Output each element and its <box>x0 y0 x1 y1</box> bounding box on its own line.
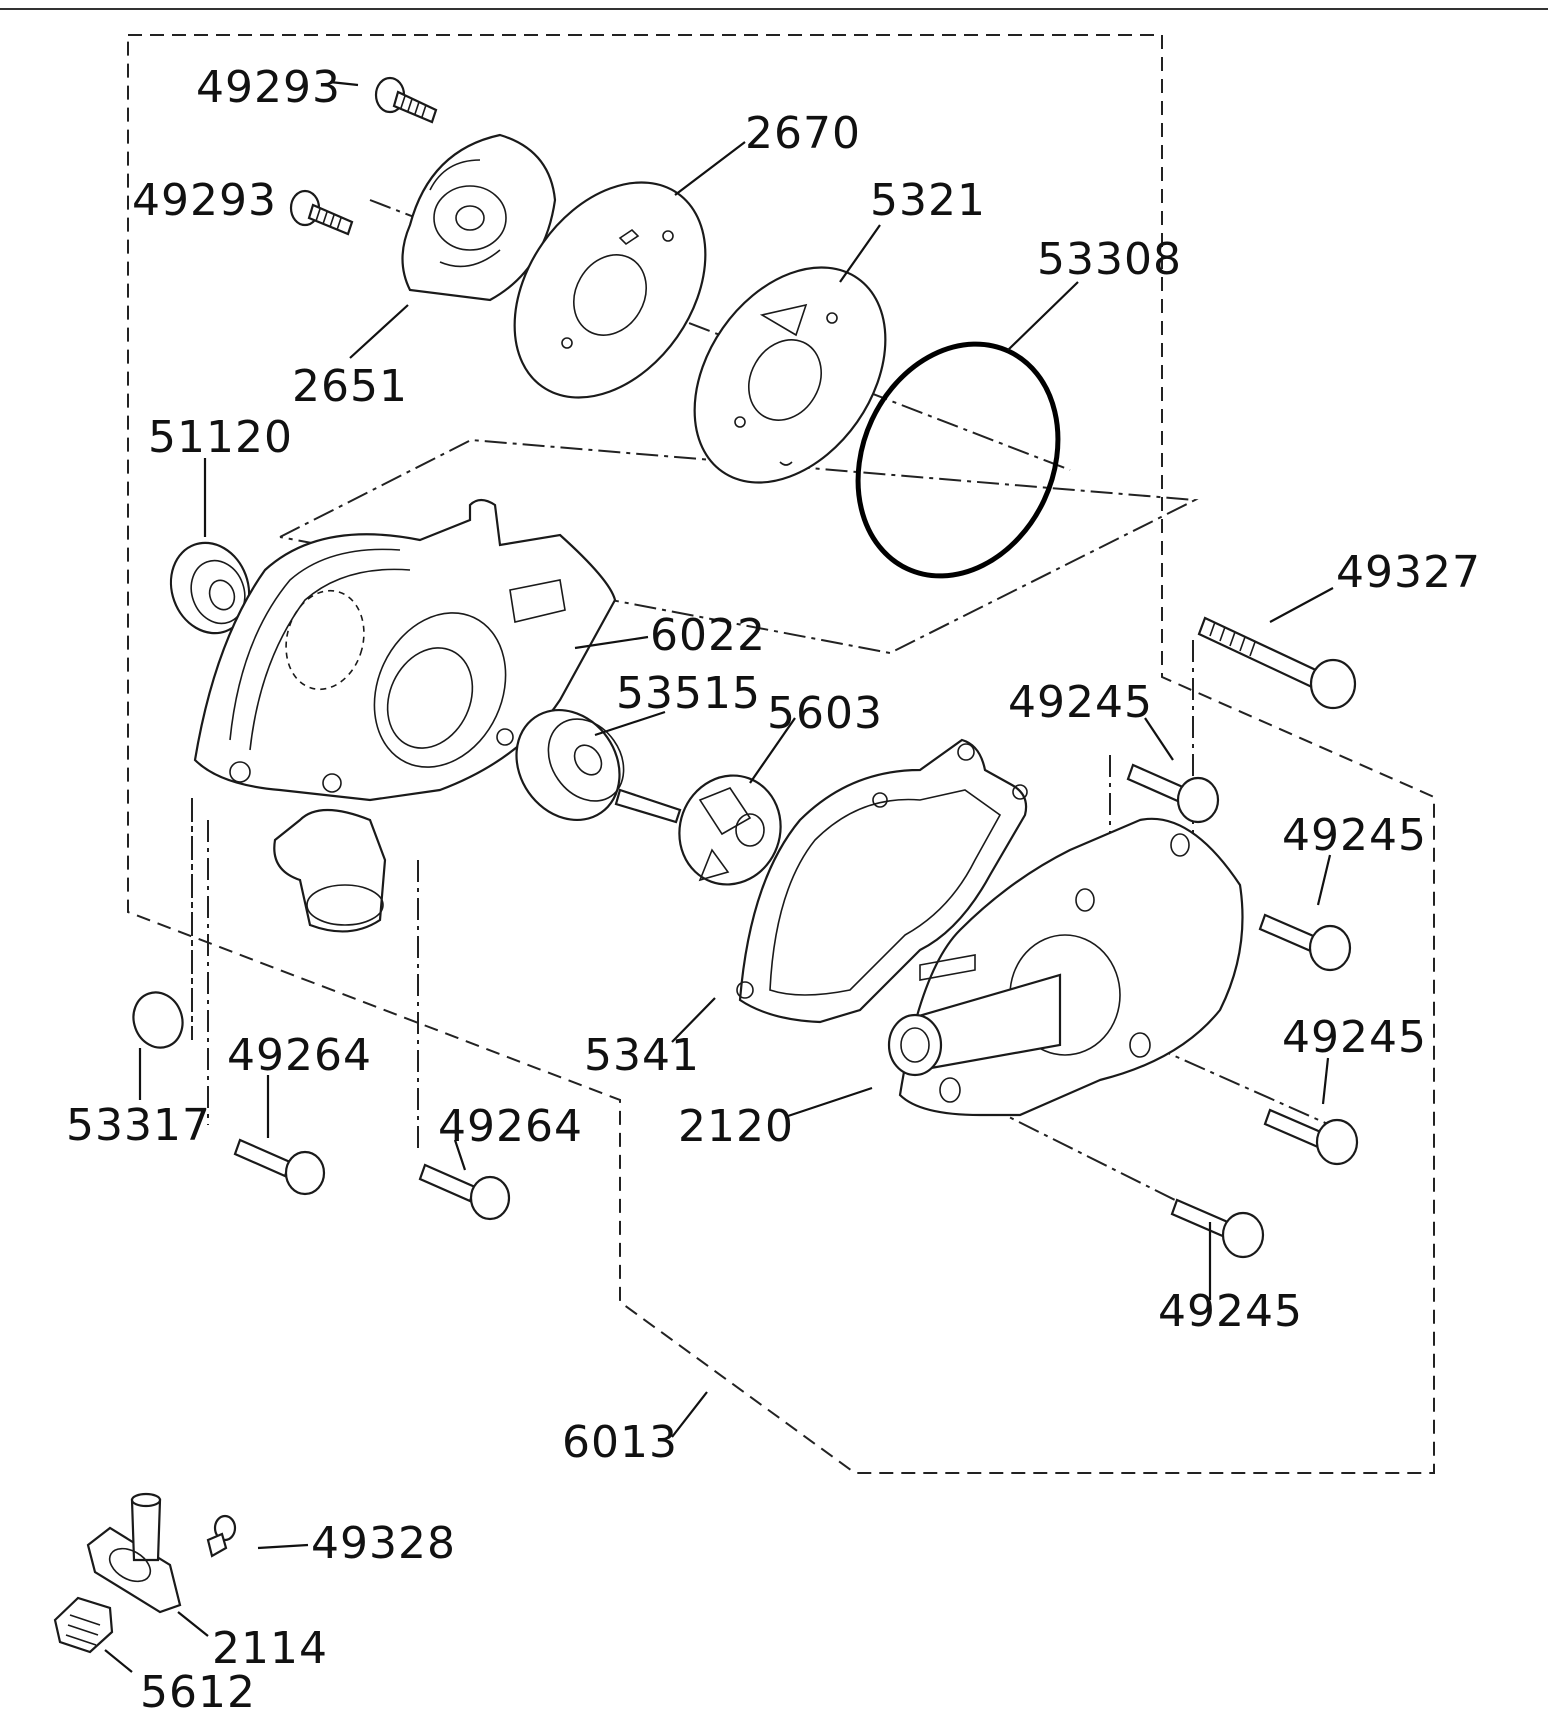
label-49245-c: 49245 <box>1282 1012 1427 1063</box>
bolt-49245-a <box>1126 763 1220 824</box>
label-49293-top: 49293 <box>196 62 341 113</box>
bolt-49264-right <box>418 1163 511 1221</box>
plate-5321 <box>693 266 887 484</box>
label-2120: 2120 <box>678 1101 794 1152</box>
pump-cover-2120 <box>887 817 1244 1117</box>
label-5341: 5341 <box>584 1030 700 1081</box>
label-49293-mid: 49293 <box>132 175 277 226</box>
label-49327: 49327 <box>1336 547 1481 598</box>
subassembly-boundary-cover <box>279 438 1199 655</box>
label-2114: 2114 <box>212 1623 328 1674</box>
label-2670: 2670 <box>745 108 861 159</box>
label-6013: 6013 <box>562 1417 678 1468</box>
gasket-5341 <box>736 738 1028 1024</box>
label-6022: 6022 <box>650 610 766 661</box>
bearing-53515 <box>515 708 625 822</box>
bolt-49293-top <box>374 76 438 124</box>
pump-housing-6022 <box>193 498 617 933</box>
plate-2670 <box>513 181 707 399</box>
label-5321: 5321 <box>870 175 986 226</box>
label-2651: 2651 <box>292 361 408 412</box>
assembly-boundary-upper <box>127 34 1435 1474</box>
oring-53317 <box>132 991 184 1049</box>
axis-line-49245-e <box>984 1104 1216 1221</box>
label-53308: 53308 <box>1037 234 1182 285</box>
label-49264-right: 49264 <box>438 1101 583 1152</box>
label-53515: 53515 <box>616 668 761 719</box>
bolt-49245-c <box>1263 1108 1359 1166</box>
label-49264-left: 49264 <box>227 1030 372 1081</box>
bearing-51120 <box>169 541 251 635</box>
label-49245-d: 49245 <box>1158 1286 1303 1337</box>
label-49328: 49328 <box>311 1518 456 1569</box>
flange-plate-2651 <box>401 133 557 302</box>
impeller-5603 <box>614 774 782 886</box>
label-51120: 51120 <box>148 412 293 463</box>
label-5612: 5612 <box>140 1667 256 1712</box>
axis-line-49245-d <box>1149 1044 1331 1126</box>
label-49245-a: 49245 <box>1008 677 1153 728</box>
oring-53308 <box>855 341 1061 579</box>
bolt-49328 <box>206 1514 237 1558</box>
leader-lines <box>104 80 1334 1673</box>
thermostat-5612 <box>53 1596 114 1654</box>
bolt-49327 <box>1197 616 1357 710</box>
label-49245-b: 49245 <box>1282 810 1427 861</box>
thermostat-housing-2114 <box>86 1492 182 1614</box>
bolt-49264-left <box>233 1138 326 1196</box>
label-53317: 53317 <box>66 1100 211 1151</box>
bolt-49245-b <box>1258 913 1352 972</box>
label-5603: 5603 <box>767 688 883 739</box>
bolt-49293-mid <box>289 189 354 236</box>
bolt-49245-d <box>1170 1198 1265 1259</box>
